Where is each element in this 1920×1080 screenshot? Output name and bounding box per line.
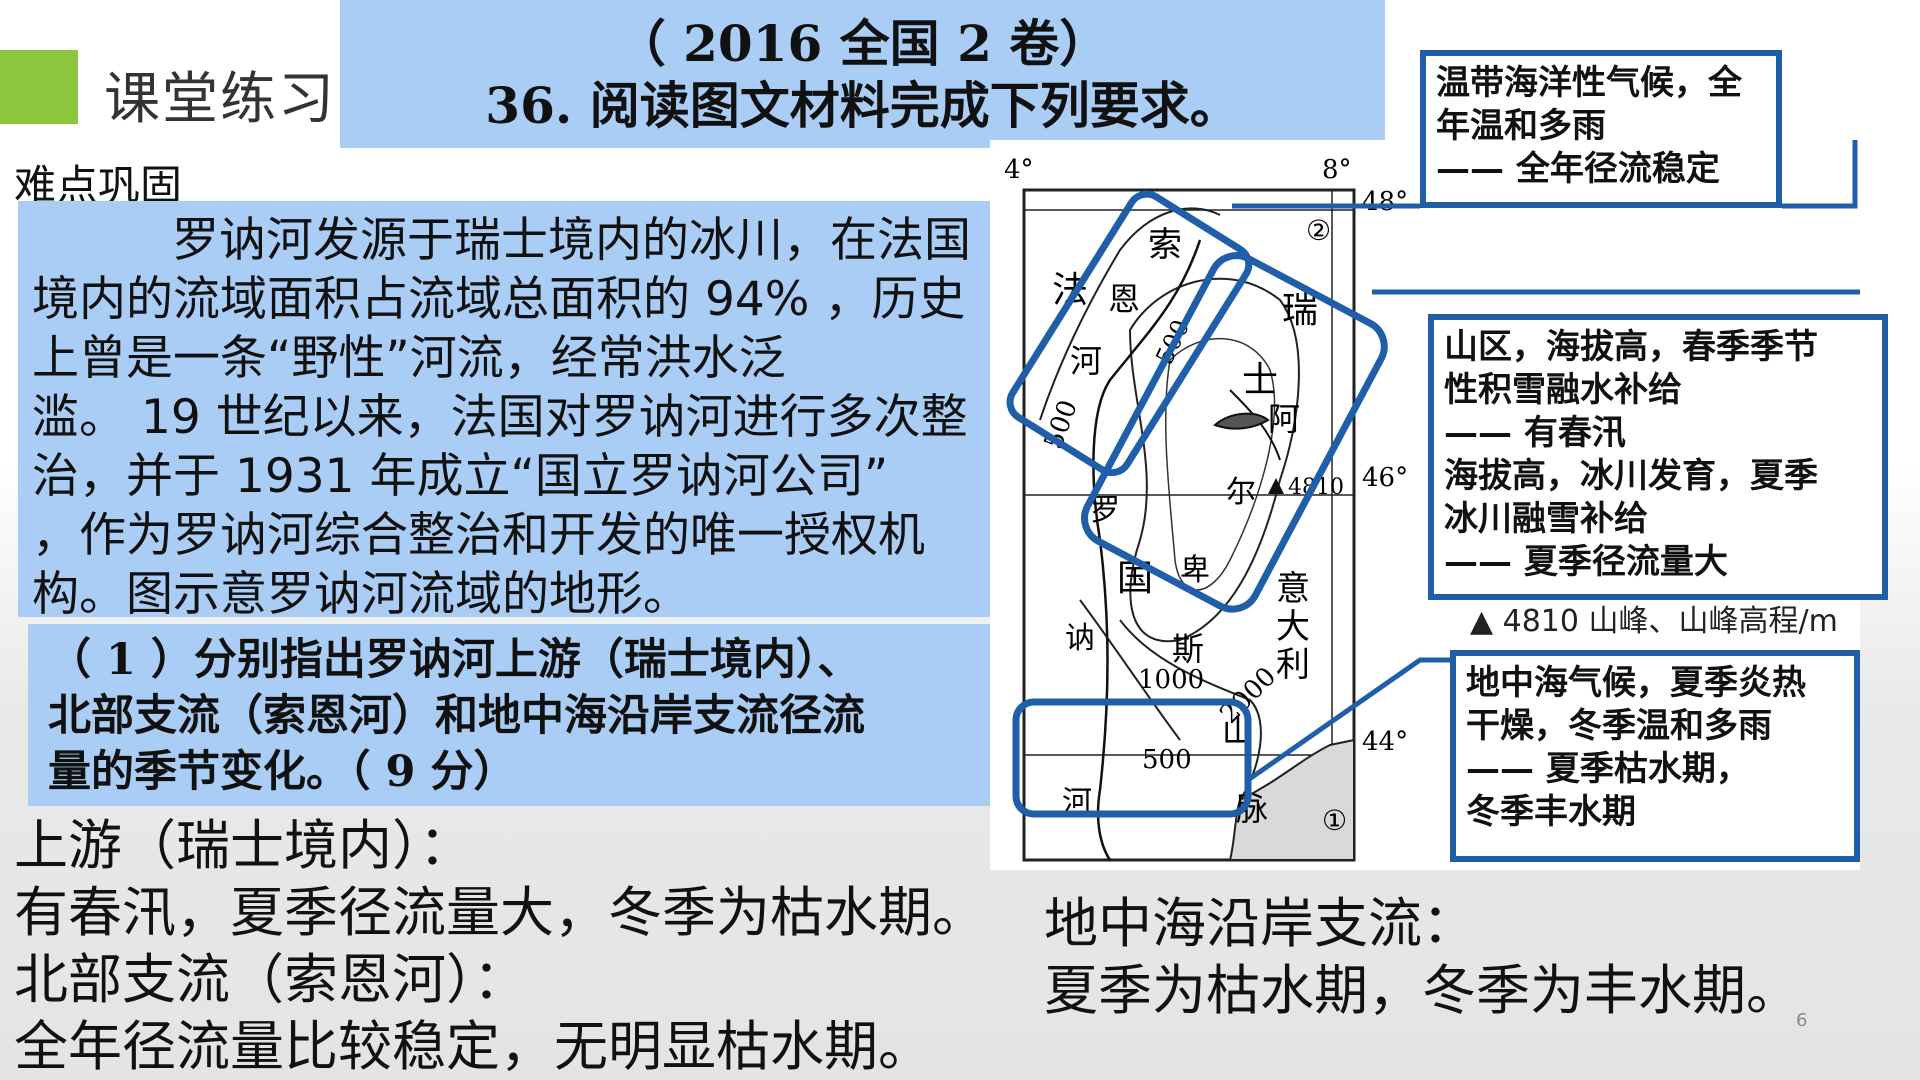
map-legend: ▲ 4810 山峰、山峰高程/m <box>1470 604 1838 639</box>
lat-label-48: 48° <box>1362 187 1408 217</box>
peak-marker-icon <box>1268 478 1284 494</box>
marker-1: ① <box>1322 804 1347 837</box>
passage-line: 治，并于 1931 年成立“国立罗讷河公司” <box>32 449 889 504</box>
callout-line: —— 夏季径流量大 <box>1444 542 1728 582</box>
callout-line: 干燥，冬季温和多雨 <box>1466 706 1772 746</box>
answer-saone-heading: 北部支流（索恩河）： <box>14 948 527 1011</box>
callout-mountain-snowmelt: 山区，海拔高，春季季节 性积雪融水补给 —— 有春汛 海拔高，冰川发育，夏季 冰… <box>1428 314 1888 600</box>
answer-mediterranean-heading: 地中海沿岸支流： <box>1044 892 1476 955</box>
label-italy-3: 利 <box>1276 645 1310 685</box>
label-rhone-2: 讷 <box>1065 621 1095 656</box>
passage-line: 境内的流域面积占流域总面积的 94% ，历史 <box>32 272 966 327</box>
label-saone-3: 河 <box>1070 342 1102 380</box>
answer-mediterranean: 夏季为枯水期，冬季为丰水期。 <box>1044 959 1800 1022</box>
question-line: （ 1 ）分别指出罗讷河上游（瑞士境内）、 <box>48 635 861 685</box>
answer-upstream: 有春汛，夏季径流量大，冬季为枯水期。 <box>14 881 986 944</box>
callout-mediterranean-climate: 地中海气候，夏季炎热 干燥，冬季温和多雨 —— 夏季枯水期， 冬季丰水期 <box>1450 650 1860 862</box>
question-line: 北部支流（索恩河）和地中海沿岸支流径流 <box>48 691 865 741</box>
label-alps-1: 阿 <box>1268 400 1300 438</box>
header-instruction: 36. 阅读图文材料完成下列要求。 <box>485 76 1240 135</box>
contour-label-500: 500 <box>1142 745 1192 775</box>
contour-label-1000: 1000 <box>1138 665 1204 695</box>
label-alps-3: 卑 <box>1180 553 1210 588</box>
reading-passage: 罗讷河发源于瑞士境内的冰川，在法国 境内的流域面积占流域总面积的 94% ，历史… <box>18 201 998 622</box>
label-switzerland-1: 瑞 <box>1282 290 1318 331</box>
label-switzerland-2: 士 <box>1242 360 1278 401</box>
marker-2: ② <box>1306 214 1331 247</box>
callout-line: 温带海洋性气候，全 <box>1436 63 1742 103</box>
lon-label-4: 4° <box>1004 155 1034 185</box>
passage-line: 上曾是一条“野性”河流，经常洪水泛 <box>32 331 786 386</box>
callout-line: 山区，海拔高，春季季节 <box>1444 327 1818 367</box>
answers-right: 地中海沿岸支流： 夏季为枯水期，冬季为丰水期。 <box>1044 890 1800 1024</box>
label-saone-2: 恩 <box>1108 280 1140 318</box>
callout-line: —— 有春汛 <box>1444 413 1626 453</box>
callout-line: 地中海气候，夏季炎热 <box>1466 663 1806 703</box>
question-box: （ 1 ）分别指出罗讷河上游（瑞士境内）、 北部支流（索恩河）和地中海沿岸支流径… <box>28 624 998 806</box>
lon-label-8: 8° <box>1322 155 1352 185</box>
callout-line: 年温和多雨 <box>1436 106 1606 146</box>
question-line: 量的季节变化。（ 9 分） <box>48 747 517 797</box>
callout-line: 冰川融雪补给 <box>1444 499 1648 539</box>
lat-label-44: 44° <box>1362 727 1408 757</box>
passage-line: 滥。 19 世纪以来，法国对罗讷河进行多次整 <box>32 390 968 445</box>
passage-line: 构。图示意罗讷河流域的地形。 <box>32 567 690 622</box>
answer-saone: 全年径流量比较稳定，无明显枯水期。 <box>14 1015 932 1078</box>
label-italy-2: 大 <box>1276 607 1310 647</box>
callout-line: 冬季丰水期 <box>1466 792 1636 832</box>
answers-left: 上游（瑞士境内）： 有春汛，夏季径流量大，冬季为枯水期。 北部支流（索恩河）： … <box>14 812 986 1080</box>
answer-upstream-heading: 上游（瑞士境内）： <box>14 814 473 877</box>
header-source: （ 2016 全国 2 卷） <box>615 14 1110 73</box>
callout-line: —— 夏季枯水期， <box>1466 749 1750 789</box>
label-italy-1: 意 <box>1276 569 1310 609</box>
label-alps-2: 尔 <box>1226 475 1256 510</box>
callout-line: 海拔高，冰川发育，夏季 <box>1444 456 1818 496</box>
question-header: （ 2016 全国 2 卷） 36. 阅读图文材料完成下列要求。 <box>340 0 1385 148</box>
callout-line: 性积雪融水补给 <box>1444 370 1682 410</box>
label-saone-1: 索 <box>1148 225 1182 265</box>
callout-oceanic-climate: 温带海洋性气候，全 年温和多雨 —— 全年径流稳定 <box>1420 50 1782 208</box>
label-alps-4: 斯 <box>1172 630 1204 668</box>
page-number: 6 <box>1796 1010 1808 1031</box>
passage-line: ，作为罗讷河综合整治和开发的唯一授权机 <box>32 508 925 563</box>
callout-line: —— 全年径流稳定 <box>1436 149 1720 189</box>
section-title: 课堂练习 <box>104 67 336 132</box>
section-marker <box>0 50 78 124</box>
lat-label-46: 46° <box>1362 463 1408 493</box>
passage-line: 罗讷河发源于瑞士境内的冰川，在法国 <box>172 213 971 268</box>
